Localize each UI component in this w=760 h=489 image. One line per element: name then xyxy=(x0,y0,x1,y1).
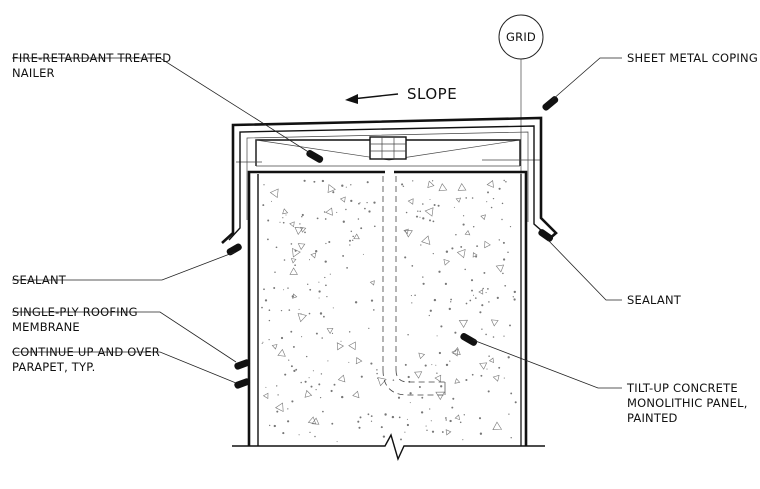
continue-label-line2: PARAPET, TYP. xyxy=(12,360,95,374)
slope-arrow: SLOPE xyxy=(345,85,457,104)
leader-lines xyxy=(12,57,622,389)
annotations: FIRE-RETARDANT TREATED NAILER SHEET META… xyxy=(12,51,758,425)
concrete-aggregate-texture xyxy=(261,179,517,443)
sheet-metal-coping xyxy=(221,116,558,244)
leader-tags xyxy=(234,96,559,389)
panel-label-line1: TILT-UP CONCRETE xyxy=(626,381,738,395)
continue-label-line1: CONTINUE UP AND OVER xyxy=(12,345,160,359)
roofing-membrane xyxy=(247,170,528,446)
concrete-panel xyxy=(257,174,522,446)
anchor-bolt xyxy=(369,136,446,396)
sealant-beads xyxy=(226,229,554,256)
coping-label: SHEET METAL COPING xyxy=(627,51,758,65)
sealant-right-label: SEALANT xyxy=(627,293,682,307)
membrane-label-line2: MEMBRANE xyxy=(12,320,80,334)
grid-label: GRID xyxy=(506,30,536,44)
grid-marker: GRID xyxy=(498,14,544,446)
nailer-label-line1: FIRE-RETARDANT TREATED xyxy=(12,51,171,65)
panel-label-line2: MONOLITHIC PANEL, xyxy=(627,396,748,410)
break-line xyxy=(232,433,545,461)
panel-label-line3: PAINTED xyxy=(627,411,678,425)
nailer-label-line2: NAILER xyxy=(12,66,55,80)
membrane-label-line1: SINGLE-PLY ROOFING xyxy=(12,305,138,319)
sealant-left-label: SEALANT xyxy=(12,273,67,287)
slope-label: SLOPE xyxy=(407,85,457,103)
